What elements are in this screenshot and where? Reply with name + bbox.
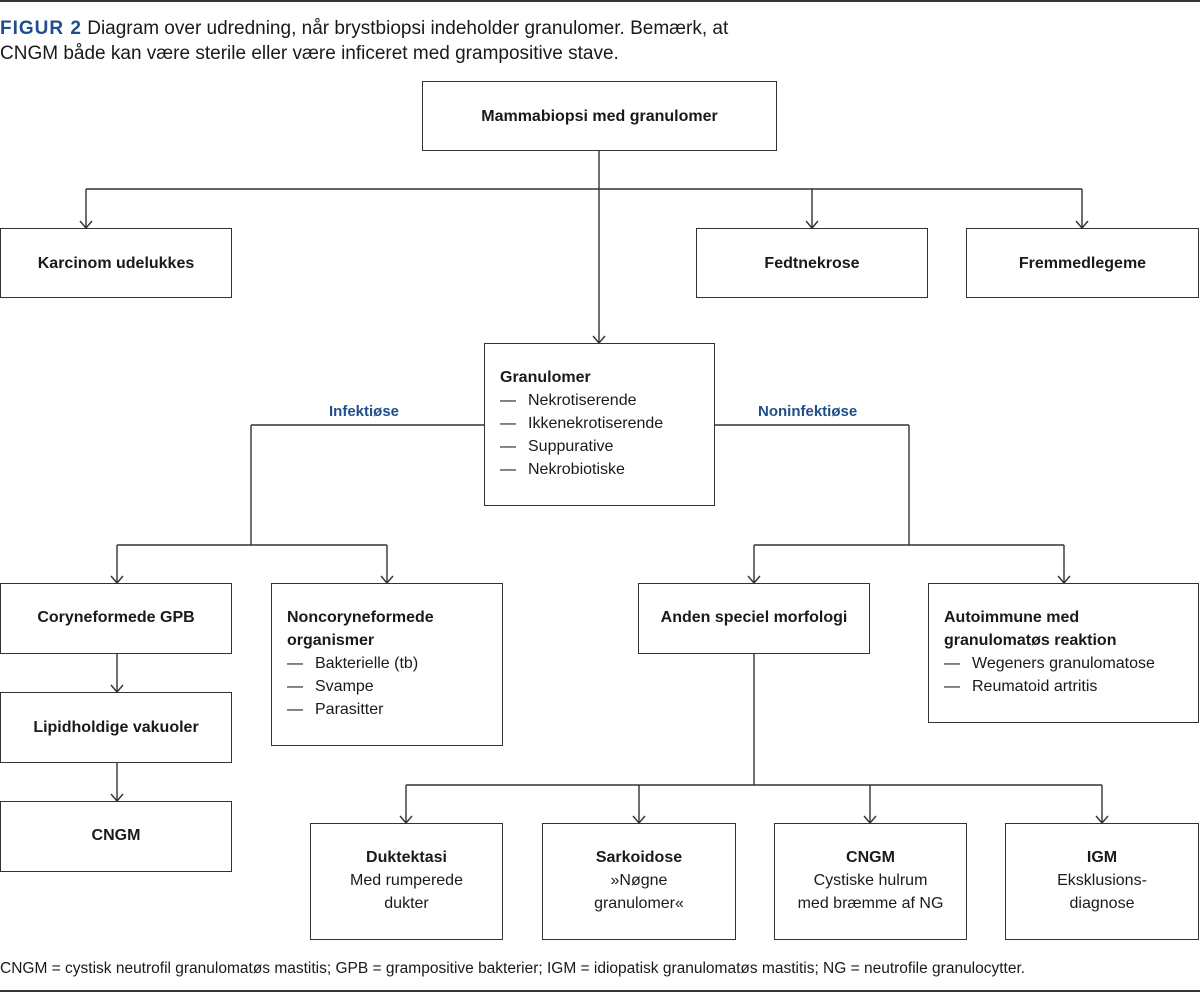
footnote: CNGM = cystisk neutrofil granulomatøs ma… — [0, 960, 1026, 977]
figure-label: FIGUR 2 — [0, 18, 82, 39]
node-duct-ectasia: Duktektasi Med rumperede dukter — [310, 823, 503, 940]
duct-title: Duktektasi — [366, 849, 447, 866]
branch-label-infectious: Infektiøse — [329, 403, 400, 420]
node-granulomas: Granulomer —Nekrotiserende —Ikkenekrotis… — [484, 343, 715, 506]
igm-line-2: diagnose — [1069, 895, 1135, 912]
node-mammabiopsy: Mammabiopsi med granulomer — [422, 81, 777, 151]
list-item: —Nekrotiserende — [500, 392, 637, 409]
list-item: —Parasitter — [287, 701, 384, 718]
node-foreign-body: Fremmedlegeme — [966, 228, 1199, 298]
branch-label-noninfectious: Noninfektiøse — [758, 403, 858, 420]
list-item: —Bakterielle (tb) — [287, 655, 419, 672]
igm-title: IGM — [1086, 849, 1118, 866]
sarc-line-2: granulomer« — [594, 895, 684, 912]
sarc-line-1: »Nøgne — [610, 872, 668, 889]
list-item: —Suppurative — [500, 438, 614, 455]
node-foreign-body-label: Fremmedlegeme — [1018, 254, 1147, 272]
node-autoimmune: Autoimmune med granulomatøs reaktion —We… — [928, 583, 1199, 723]
node-fat-necrosis: Fedtnekrose — [696, 228, 928, 298]
node-lipid-vacuoles: Lipidholdige vakuoler — [0, 692, 232, 763]
node-cngm-left: CNGM — [0, 801, 232, 872]
cngm-bottom-title: CNGM — [846, 849, 895, 866]
list-item: —Ikkenekrotiserende — [500, 415, 664, 432]
noncoryneform-title-1: Noncoryneformede — [287, 609, 434, 626]
autoimmune-title-2: granulomatøs reaktion — [944, 632, 1117, 649]
granulomas-title: Granulomer — [500, 369, 591, 386]
node-other-morphology-label: Anden speciel morfologi — [660, 609, 848, 626]
noncoryneform-title-2: organismer — [287, 632, 375, 649]
arrowheads — [79, 220, 1109, 825]
duct-line-1: Med rumperede — [350, 872, 463, 889]
caption-line-2: CNGM både kan være sterile eller være in… — [0, 43, 619, 64]
node-carcinoma-excluded: Karcinom udelukkes — [0, 228, 232, 298]
node-cngm-bottom: CNGM Cystiske hulrum med bræmme af NG — [774, 823, 967, 940]
node-igm: IGM Eksklusions- diagnose — [1005, 823, 1199, 940]
cngm-bottom-line-2: med bræmme af NG — [797, 895, 944, 912]
node-sarcoidosis: Sarkoidose »Nøgne granulomer« — [542, 823, 736, 940]
figure-caption: FIGUR 2 Diagram over udredning, når brys… — [0, 16, 800, 66]
node-noncoryneform: Noncoryneformede organismer —Bakterielle… — [271, 583, 503, 746]
igm-line-1: Eksklusions- — [1057, 872, 1147, 889]
cngm-bottom-line-1: Cystiske hulrum — [813, 872, 928, 889]
node-carcinoma-label: Karcinom udelukkes — [37, 254, 195, 272]
node-other-morphology: Anden speciel morfologi — [638, 583, 870, 654]
node-coryneform-gpb: Coryneformede GPB — [0, 583, 232, 654]
list-item: —Svampe — [287, 678, 374, 695]
bottom-rule — [0, 990, 1200, 992]
node-mammabiopsy-label: Mammabiopsi med granulomer — [481, 107, 718, 125]
node-fat-necrosis-label: Fedtnekrose — [764, 254, 860, 272]
list-item: —Nekrobiotiske — [500, 461, 625, 478]
node-cngm-left-label: CNGM — [91, 827, 141, 844]
list-item: —Wegeners granulomatose — [944, 655, 1155, 672]
autoimmune-title-1: Autoimmune med — [944, 609, 1080, 626]
caption-line-1: Diagram over udredning, når brystbiopsi … — [87, 18, 729, 39]
sarc-title: Sarkoidose — [595, 849, 683, 866]
node-lipid-label: Lipidholdige vakuoler — [33, 719, 199, 736]
duct-line-2: dukter — [384, 895, 429, 912]
list-item: —Reumatoid artritis — [944, 678, 1098, 695]
top-rule — [0, 0, 1200, 2]
node-coryneform-label: Coryneformede GPB — [37, 609, 195, 626]
